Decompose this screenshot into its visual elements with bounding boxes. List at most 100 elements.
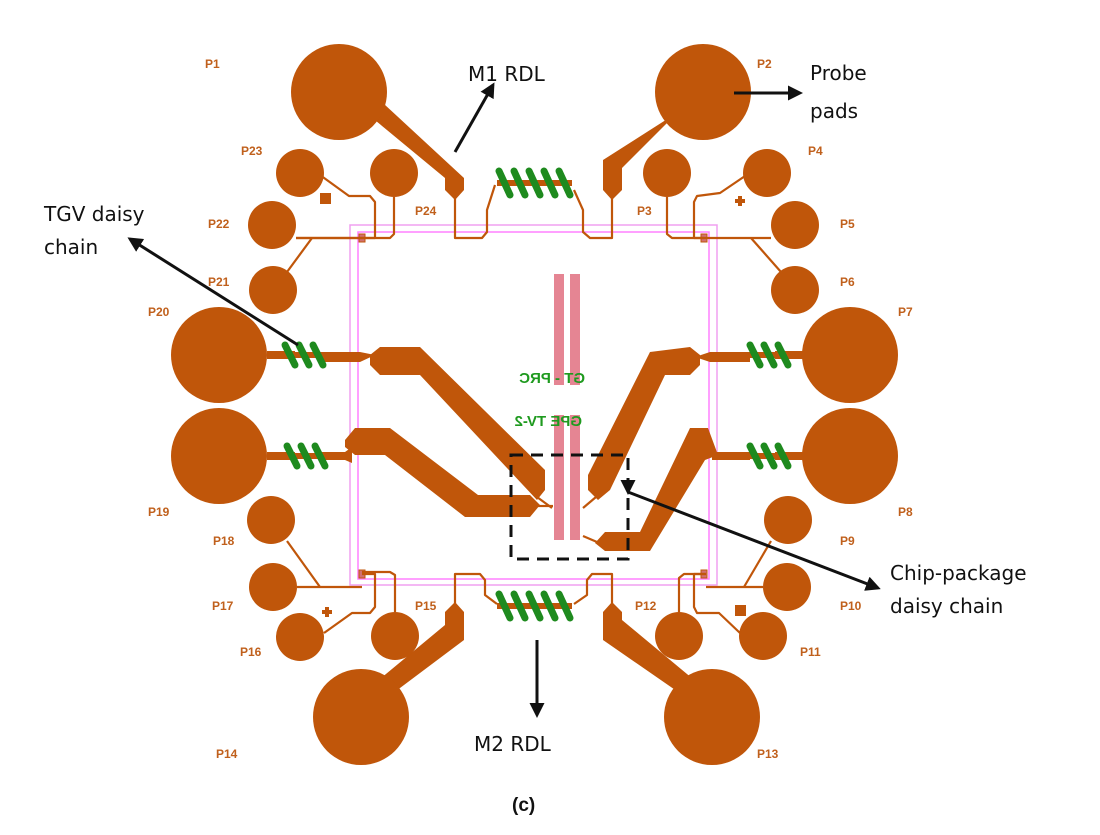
coil-m1-rdl-top: [495, 167, 574, 199]
probe-pad-p18: [247, 496, 295, 544]
coil-m1-rdl-top-turn: [555, 167, 574, 199]
probe-pad-p16: [276, 613, 324, 661]
coil-tgv-p19-turn: [283, 442, 301, 470]
probe-pad-p3: [643, 149, 691, 197]
trace-p21: [286, 237, 313, 273]
figure-caption: (c): [512, 795, 535, 816]
callout-arrows: [127, 82, 881, 718]
coil-tgv-p8-turn: [774, 442, 792, 470]
arrow-tgv-daisy-chain: [127, 237, 299, 347]
coil-m2-rdl-bottom-turn: [540, 590, 559, 622]
chip-label-top: GT - PRC: [519, 370, 585, 387]
alignment-marker-square-top-left: [320, 193, 331, 204]
coil-m2-rdl-bottom-turn: [525, 590, 544, 622]
pad-label-p20: P20: [148, 305, 170, 319]
pad-label-p3: P3: [637, 204, 652, 218]
alignment-marker-plus-bottom-left: [322, 607, 332, 617]
callout-probe-pads-line2: pads: [810, 99, 858, 123]
coil-m2-rdl-bottom-turn: [510, 590, 529, 622]
coil-tgv-p19: [283, 442, 329, 470]
pad-label-p18: P18: [213, 534, 235, 548]
probe-pad-p10: [763, 563, 811, 611]
coil-m1-rdl-top-turn: [495, 167, 514, 199]
probe-pad-p23: [276, 149, 324, 197]
coil-tgv-p7: [746, 341, 792, 369]
probe-pad-p15: [371, 612, 419, 660]
coil-tgv-p19-turn: [297, 442, 315, 470]
rdl-diagonal-p7: [588, 347, 700, 500]
coil-m2-rdl-bottom-turn: [555, 590, 574, 622]
coil-tgv-p7-turn: [760, 341, 778, 369]
m2-rdl-p13-leg: [603, 602, 693, 694]
package-outline-inner: [357, 231, 710, 580]
pad-label-p11: P11: [800, 645, 821, 659]
probe-pad-p9: [764, 496, 812, 544]
m1-rdl-p2-leg: [603, 104, 686, 200]
arrow-m1-rdl: [453, 82, 495, 153]
coil-tgv-p8-turn: [746, 442, 764, 470]
alignment-markers: [320, 193, 746, 617]
coil-m2-rdl-bottom-turn: [495, 590, 514, 622]
coil-tgv-p8-turn: [760, 442, 778, 470]
pad-label-p5: P5: [840, 217, 855, 231]
m1-rdl-p2-to-coil: [572, 189, 614, 240]
pad-label-p1: P1: [205, 57, 220, 71]
tgv-coils: [281, 167, 792, 622]
pad-label-p14: P14: [216, 747, 238, 761]
probe-pad-p17: [249, 563, 297, 611]
alignment-marker-square-bottom-right: [735, 605, 746, 616]
probe-pad-p13: [664, 669, 760, 765]
pad-label-p21: P21: [208, 275, 230, 289]
alignment-marker-plus-top-right-v: [738, 196, 742, 206]
pad-label-p12: P12: [635, 599, 657, 613]
coil-tgv-p7-turn: [746, 341, 764, 369]
trace-p3: [665, 197, 704, 240]
probe-pad-p14: [313, 669, 409, 765]
rdl-link-p8: [582, 534, 598, 544]
probe-pad-p12: [655, 612, 703, 660]
trace-p12: [677, 572, 706, 612]
callout-chip-package-line1: Chip-package: [890, 561, 1027, 585]
pad-label-p6: P6: [840, 275, 855, 289]
probe-pad-p6: [771, 266, 819, 314]
rdl-diagonal-p8: [595, 428, 718, 551]
coil-tgv-p20-turn: [281, 341, 299, 369]
package-outline-outer: [349, 224, 718, 586]
probe-pad-p8: [802, 408, 898, 504]
probe-pad-p24: [370, 149, 418, 197]
trace-p9: [743, 540, 772, 588]
coil-tgv-p20-turn: [309, 341, 327, 369]
pad-label-p10: P10: [840, 599, 862, 613]
callout-chip-package-line2: daisy chain: [890, 594, 1003, 618]
m1-rdl-p1-leg: [370, 104, 464, 200]
pad-label-p13: P13: [757, 747, 779, 761]
pad-label-p24: P24: [415, 204, 437, 218]
alignment-marker-plus-bottom-left-v: [325, 607, 329, 617]
rdl-diagonal-p19: [345, 428, 540, 517]
pad-label-p8: P8: [898, 505, 913, 519]
alignment-marker-plus-top-right: [735, 196, 745, 206]
probe-pad-p1: [291, 44, 387, 140]
probe-pad-p19: [171, 408, 267, 504]
chip-package-highlight-box: [509, 453, 630, 561]
coil-m2-rdl-bottom: [495, 590, 574, 622]
trace-p15: [362, 570, 397, 612]
pad-label-p9: P9: [840, 534, 855, 548]
coil-tgv-p7-turn: [774, 341, 792, 369]
probe-pad-p7: [802, 307, 898, 403]
rdl-traces: [267, 104, 803, 694]
callout-probe-pads-line1: Probe: [810, 61, 867, 85]
m2-rdl-p13-to-coil: [573, 572, 614, 605]
coil-m1-rdl-top-turn: [510, 167, 529, 199]
probe-pad-p5: [771, 201, 819, 249]
trace-p4: [692, 173, 749, 240]
tgv-feed-p7: [695, 352, 750, 362]
rdl-diagonal-p20: [370, 347, 545, 500]
pad-label-p17: P17: [212, 599, 234, 613]
chip-bump-gap: [553, 385, 581, 415]
coil-tgv-p20-turn: [295, 341, 313, 369]
callout-tgv-line1: TGV daisy: [43, 202, 145, 226]
coil-m1-rdl-top-turn: [525, 167, 544, 199]
